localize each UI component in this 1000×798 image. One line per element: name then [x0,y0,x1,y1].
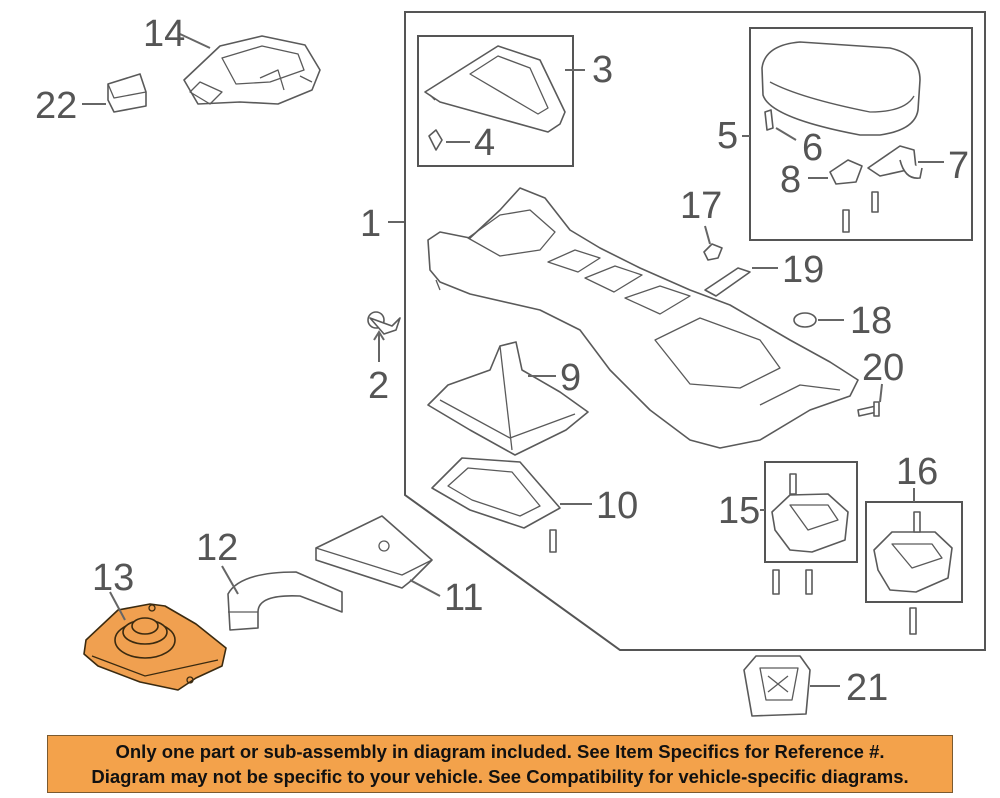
screw-16 [909,607,917,635]
callout-14: 14 [143,13,185,55]
callout-4: 4 [474,122,495,164]
part-14-shifter-housing [183,35,321,105]
part-armrest-lid [761,41,921,136]
callout-2: 2 [368,365,389,407]
banner-line-1: Only one part or sub-assembly in diagram… [115,741,885,762]
part-21-boot [743,655,811,717]
part-9-shift-boot [427,341,589,456]
part-4-clip [428,129,443,151]
callout-19: 19 [782,249,824,291]
disclaimer-banner: Only one part or sub-assembly in diagram… [47,735,953,793]
callout-12: 12 [196,527,238,569]
callout-10: 10 [596,485,638,527]
box-15 [764,461,858,563]
callout-8: 8 [780,159,801,201]
part-10-frame [431,457,561,553]
part-15-bracket [771,473,849,553]
screws-box-5 [842,191,879,233]
callout-7: 7 [948,145,969,187]
box-5 [749,27,973,241]
banner-line-2: Diagram may not be specific to your vehi… [91,766,909,787]
part-19-bracket [704,267,751,297]
part-17-clip [703,243,723,261]
callout-17: 17 [680,185,722,227]
screws-15 [772,569,813,595]
callout-11: 11 [444,577,483,619]
part-18-grommet [793,312,817,328]
part-22-block [107,73,147,113]
part-7-hinge [867,145,923,179]
callout-3: 3 [592,49,613,91]
callout-20: 20 [862,347,904,389]
callout-1: 1 [360,203,381,245]
callout-21: 21 [846,667,888,709]
callout-9: 9 [560,357,581,399]
callout-16: 16 [896,451,938,493]
part-16-bracket [873,511,953,593]
part-6-pin [764,109,774,131]
callout-18: 18 [850,300,892,342]
part-12-insulator [227,571,343,631]
part-11-pad [315,515,433,589]
part-1-center-console [427,187,859,449]
callout-5: 5 [717,115,738,157]
part-20-bolt [857,401,880,417]
callout-13: 13 [92,557,134,599]
box-3 [417,35,574,167]
callout-22: 22 [35,85,77,127]
part-8-latch [829,159,863,185]
parts-diagram: 3 4 5 6 7 8 1 2 [35,11,986,717]
callout-6: 6 [802,127,823,169]
group-outline-1 [404,11,986,651]
callout-15: 15 [718,490,760,532]
part-2-clip [367,311,401,335]
part-13-highlighted [83,603,227,691]
part-3-shift-trim [424,45,566,133]
